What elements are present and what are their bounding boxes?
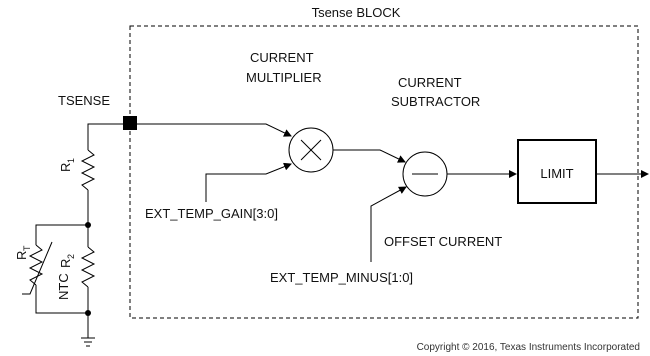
subtractor-label-line1: CURRENT bbox=[398, 75, 462, 90]
svg-text:T: T bbox=[22, 245, 32, 251]
multiplier-label-line1: CURRENT bbox=[250, 50, 314, 65]
junction-node-bottom bbox=[85, 310, 91, 316]
rt-top-wire bbox=[35, 224, 88, 245]
tsense-to-multiplier-wire bbox=[137, 123, 292, 137]
offset-current-label: OFFSET CURRENT bbox=[384, 234, 502, 249]
rt-ntc-resistor bbox=[28, 244, 44, 286]
limit-label: LIMIT bbox=[540, 166, 573, 181]
gain-input-label: EXT_TEMP_GAIN[3:0] bbox=[145, 206, 278, 221]
svg-text:R: R bbox=[58, 259, 73, 268]
block-title: Tsense BLOCK bbox=[312, 5, 401, 20]
rt-label: R T bbox=[14, 245, 32, 260]
r2-resistor bbox=[80, 246, 96, 288]
ntc-slash bbox=[22, 241, 53, 295]
rt-bottom-wire bbox=[35, 285, 88, 314]
multiplier-label-line2: MULTIPLIER bbox=[246, 70, 322, 85]
svg-text:2: 2 bbox=[66, 254, 76, 259]
multiplier-to-subtractor-wire bbox=[333, 149, 406, 163]
minus-to-subtractor-wire bbox=[370, 186, 407, 262]
tsense-pin-label: TSENSE bbox=[58, 93, 110, 108]
r1-resistor bbox=[80, 149, 96, 191]
tsense-wire bbox=[87, 123, 123, 150]
r2-label: R 2 bbox=[58, 254, 76, 268]
gain-to-multiplier-wire bbox=[205, 162, 292, 202]
limit-block bbox=[517, 139, 597, 204]
svg-text:NTC: NTC bbox=[56, 273, 71, 300]
ntc-label: NTC bbox=[56, 273, 71, 300]
svg-text:R: R bbox=[58, 163, 73, 172]
junction-node-top bbox=[85, 222, 91, 228]
tsense-pin bbox=[123, 116, 137, 130]
multiply-symbol bbox=[300, 139, 322, 161]
subtractor-label-line2: SUBTRACTOR bbox=[391, 94, 480, 109]
r1-label: R 1 bbox=[58, 158, 76, 172]
minus-input-label: EXT_TEMP_MINUS[1:0] bbox=[270, 270, 413, 285]
svg-text:R: R bbox=[14, 251, 29, 260]
svg-text:1: 1 bbox=[66, 158, 76, 163]
tsense-block-boundary bbox=[129, 25, 639, 319]
copyright-notice: Copyright © 2016, Texas Instruments Inco… bbox=[417, 342, 640, 353]
external-network bbox=[22, 123, 123, 347]
